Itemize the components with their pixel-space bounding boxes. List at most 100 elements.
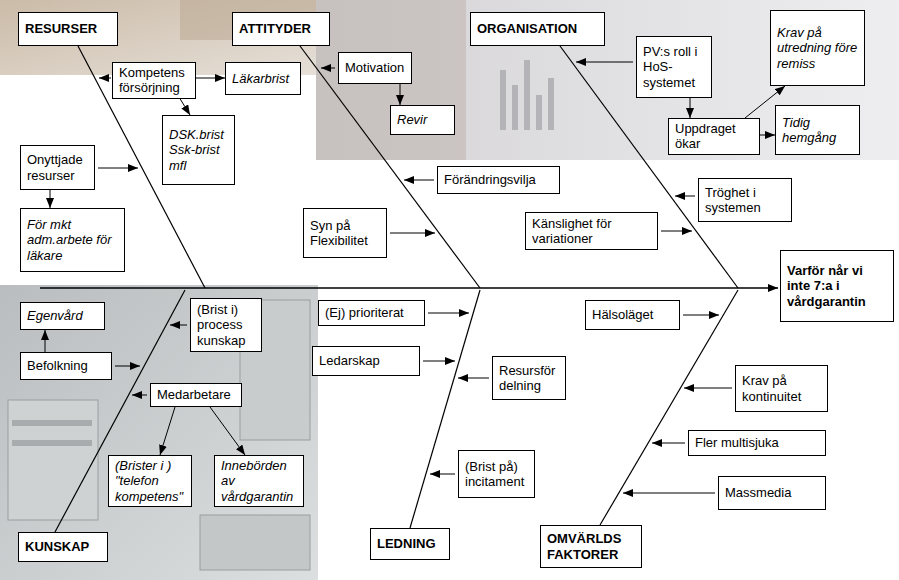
cause-text: Syn på Flexibilitet xyxy=(310,218,380,249)
cause-box: Fler multisjuka xyxy=(688,430,826,456)
connector-arrow xyxy=(50,190,51,208)
sub-cause-box: För mkt adm.arbete för läkare xyxy=(20,208,125,272)
photo-detail xyxy=(200,515,310,570)
cause-text: Innebörden av vårdgarantin xyxy=(221,458,297,504)
connector-arrow xyxy=(400,84,401,105)
sub-cause-box: Revir xyxy=(390,105,455,135)
cause-text: Krav på utredning före remiss xyxy=(777,25,858,71)
cause-box: Massmedia xyxy=(718,476,826,510)
cause-text: Medarbetare xyxy=(157,387,235,402)
cause-box: Resursför delning xyxy=(492,356,566,400)
connector-arrow xyxy=(45,330,46,352)
cause-text: (Brister i ) "telefon kompetens" xyxy=(115,458,185,504)
cause-arrow xyxy=(404,180,434,181)
cause-arrow xyxy=(458,378,489,379)
sub-cause-box: Läkarbrist xyxy=(225,62,301,95)
cause-text: Tidig hemgång xyxy=(782,115,853,146)
cause-arrow xyxy=(170,325,187,326)
photo-panel xyxy=(316,0,899,160)
photo-panel xyxy=(0,285,318,580)
cause-text: DSK.brist Ssk-brist mfl xyxy=(169,127,228,173)
cause-text: KUNSKAP xyxy=(25,539,101,554)
sub-cause-box: Egenvård xyxy=(20,302,105,330)
cause-text: Fler multisjuka xyxy=(695,435,819,450)
photo-detail xyxy=(548,78,554,130)
cause-arrow xyxy=(623,493,715,494)
cause-box: Uppdraget ökar xyxy=(668,118,760,155)
cause-arrow xyxy=(98,168,138,169)
connector-arrow xyxy=(760,135,775,136)
cause-text: Revir xyxy=(397,112,448,127)
cause-box: Känslighet för variationer xyxy=(525,212,658,250)
cause-box: Kompetens försörjning xyxy=(112,62,196,99)
cause-text: RESURSER xyxy=(25,21,111,36)
category-header: LEDNING xyxy=(370,528,450,560)
cause-text: Motivation xyxy=(345,60,405,75)
cause-arrow xyxy=(321,68,335,69)
connector-arrow xyxy=(180,99,190,115)
cause-arrow xyxy=(99,78,111,79)
cause-text: Kompetens försörjning xyxy=(119,65,189,96)
cause-text: Förändringsvilja xyxy=(444,172,553,187)
category-header: RESURSER xyxy=(18,12,118,46)
cause-text: Varför når vi inte 7:a i vårdgarantin xyxy=(787,263,887,309)
cause-box: Ledarskap xyxy=(312,346,420,376)
cause-text: Känslighet för variationer xyxy=(532,216,651,247)
connector-arrow xyxy=(160,407,175,455)
cause-arrow xyxy=(675,196,695,197)
cause-arrow xyxy=(576,62,633,63)
cause-arrow xyxy=(423,361,455,362)
category-header: OMVÄRLDS FAKTORER xyxy=(540,525,642,568)
cause-arrow xyxy=(652,443,685,444)
cause-text: ORGANISATION xyxy=(477,21,598,36)
cause-arrow xyxy=(390,233,435,234)
cause-text: Krav på kontinuitet xyxy=(742,373,821,404)
cause-text: Läkarbrist xyxy=(232,71,294,86)
cause-box: Förändringsvilja xyxy=(437,166,560,194)
cause-text: (Ej) prioriterat xyxy=(325,305,418,320)
cause-text: Ledarskap xyxy=(319,353,413,368)
cause-text: Onyttjade resurser xyxy=(27,152,88,183)
cause-text: Resursför delning xyxy=(499,363,559,394)
cause-text: PV:s roll i HoS-systemet xyxy=(643,44,705,90)
cause-box: Onyttjade resurser xyxy=(20,145,95,190)
cause-text: (Brist på) incitament xyxy=(465,459,528,490)
cause-text: (Brist i) process kunskap xyxy=(197,302,255,348)
cause-arrow xyxy=(684,388,732,389)
spine-line xyxy=(40,287,778,288)
connector-arrow xyxy=(196,78,225,79)
cause-box: Befolkning xyxy=(20,352,112,380)
cause-box: (Brist på) incitament xyxy=(458,450,535,498)
photo-detail xyxy=(316,0,466,160)
cause-box: Krav på kontinuitet xyxy=(735,365,828,412)
cause-arrow xyxy=(132,395,147,396)
sub-cause-box: (Brister i ) "telefon kompetens" xyxy=(108,455,192,507)
cause-text: Massmedia xyxy=(725,485,819,500)
photo-detail xyxy=(500,70,506,130)
cause-arrow xyxy=(115,366,140,367)
cause-box: Medarbetare xyxy=(150,383,242,407)
photo-detail xyxy=(536,95,542,130)
photo-detail xyxy=(524,60,530,130)
sub-cause-box: Tidig hemgång xyxy=(775,105,860,155)
category-header: ATTITYDER xyxy=(232,12,330,46)
category-header: ORGANISATION xyxy=(470,12,605,46)
effect-box: Varför når vi inte 7:a i vårdgarantin xyxy=(780,250,894,322)
cause-arrow xyxy=(430,474,455,475)
cause-text: Hälsoläget xyxy=(592,307,673,322)
cause-box: (Ej) prioriterat xyxy=(318,300,425,326)
photo-detail xyxy=(512,85,518,130)
cause-text: LEDNING xyxy=(377,536,443,551)
cause-arrow xyxy=(683,315,719,316)
photo-detail xyxy=(12,420,92,426)
cause-box: PV:s roll i HoS-systemet xyxy=(636,36,712,98)
cause-box: (Brist i) process kunskap xyxy=(190,298,262,352)
category-header: KUNSKAP xyxy=(18,532,108,562)
sub-cause-box: DSK.brist Ssk-brist mfl xyxy=(162,115,235,185)
cause-text: För mkt adm.arbete för läkare xyxy=(27,217,118,263)
connector-arrow xyxy=(690,98,691,118)
cause-text: Egenvård xyxy=(27,308,98,323)
cause-arrow xyxy=(428,313,469,314)
sub-cause-box: Krav på utredning före remiss xyxy=(770,10,865,86)
